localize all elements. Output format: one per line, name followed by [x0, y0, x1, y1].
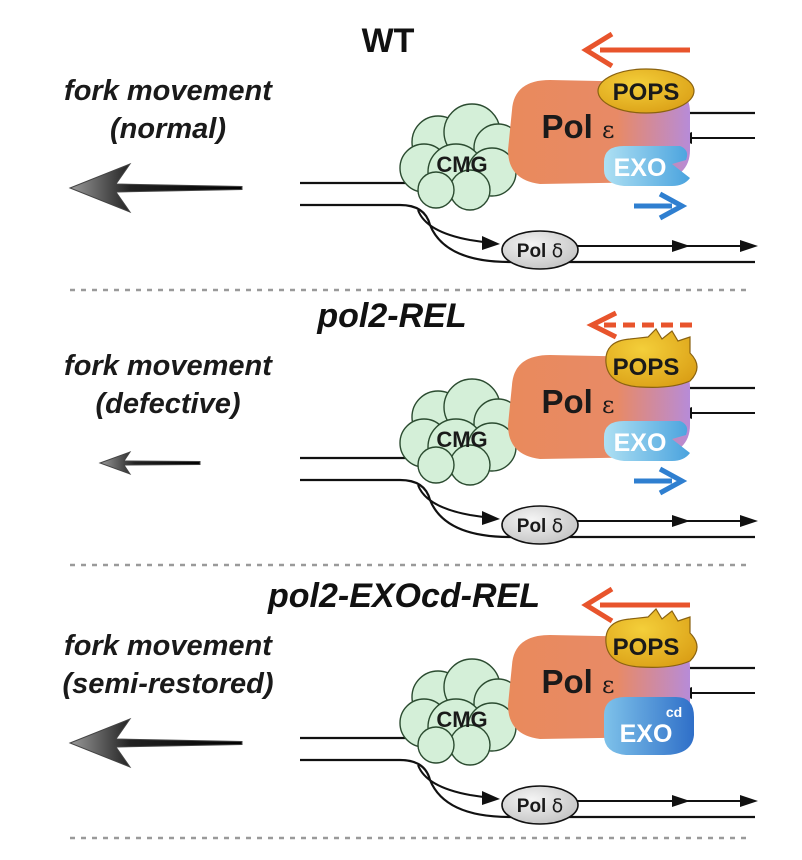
panel-title: pol2-EXOcd-REL — [267, 577, 540, 615]
pol-delta — [501, 785, 579, 825]
lagging-arrowhead — [482, 791, 500, 805]
cmg-helicase: CMG — [399, 378, 523, 486]
cmg-helicase: CMG — [399, 658, 523, 766]
okazaki-arrowhead-2 — [740, 795, 758, 807]
panel-rel: pol2-REL fork movement (defective) Pol δ CMG… — [64, 297, 758, 567]
leading-synthesis-arrowhead — [581, 31, 614, 69]
exo-label: EXO — [614, 154, 667, 182]
cmg-helicase: CMG — [399, 103, 523, 211]
exo-domain — [604, 146, 690, 186]
lagging-arrowhead — [482, 511, 500, 525]
cd-label: cd — [666, 704, 682, 720]
cmg-label: CMG — [436, 707, 487, 732]
fork-movement-arrow — [68, 162, 243, 214]
fork-status-label: (normal) — [110, 113, 226, 145]
pol-epsilon-label: Pol ε — [542, 108, 615, 145]
pops-domain-mutant — [605, 608, 698, 668]
pol-delta-label: Pol δ — [517, 515, 563, 537]
exo-label: EXO — [620, 720, 673, 748]
okazaki-arrowhead-2 — [740, 240, 758, 252]
lagging-arrow-line — [417, 764, 491, 799]
panel-title: WT — [362, 22, 415, 60]
lagging-arrow-line — [417, 209, 491, 244]
pops-label: POPS — [613, 634, 680, 661]
pol-delta — [501, 230, 579, 270]
pops-label: POPS — [613, 79, 680, 106]
okazaki-arrowhead-2 — [740, 515, 758, 527]
pol-epsilon-label: Pol ε — [542, 663, 615, 700]
pol-epsilon-label: Pol ε — [542, 383, 615, 420]
pops-domain-mutant — [605, 328, 698, 388]
lagging-arrowhead — [482, 236, 500, 250]
panel-exocd-rel: pol2-EXOcd-REL fork movement (semi-restore… — [62, 577, 758, 840]
exonuclease-arrowhead — [658, 466, 688, 496]
cmg-label: CMG — [436, 427, 487, 452]
fork-movement-label: fork movement — [64, 75, 273, 107]
lagging-arrow-line — [417, 484, 491, 519]
pol-delta-label: Pol δ — [517, 795, 563, 817]
exo-domain-cd — [604, 697, 694, 755]
pops-label: POPS — [613, 354, 680, 381]
pops-domain — [597, 68, 695, 114]
exo-domain — [604, 421, 690, 461]
cmg-label: CMG — [436, 152, 487, 177]
panel-title: pol2-REL — [316, 297, 466, 335]
exonuclease-arrowhead — [658, 191, 688, 221]
exo-label: EXO — [614, 429, 667, 457]
fork-movement-arrow — [98, 451, 201, 475]
pol-delta — [501, 505, 579, 545]
fork-movement-arrow — [68, 717, 243, 769]
panel-wt: WT fork movement (normal) Pol δ CMG Pol εPOPS… — [64, 22, 758, 292]
fork-status-label: (semi-restored) — [62, 668, 273, 700]
leading-synthesis-arrowhead — [586, 310, 618, 340]
pol-delta-label: Pol δ — [517, 240, 563, 262]
leading-synthesis-arrowhead — [581, 586, 614, 624]
fork-status-label: (defective) — [95, 388, 240, 420]
fork-movement-label: fork movement — [64, 630, 273, 662]
fork-movement-label: fork movement — [64, 350, 273, 382]
